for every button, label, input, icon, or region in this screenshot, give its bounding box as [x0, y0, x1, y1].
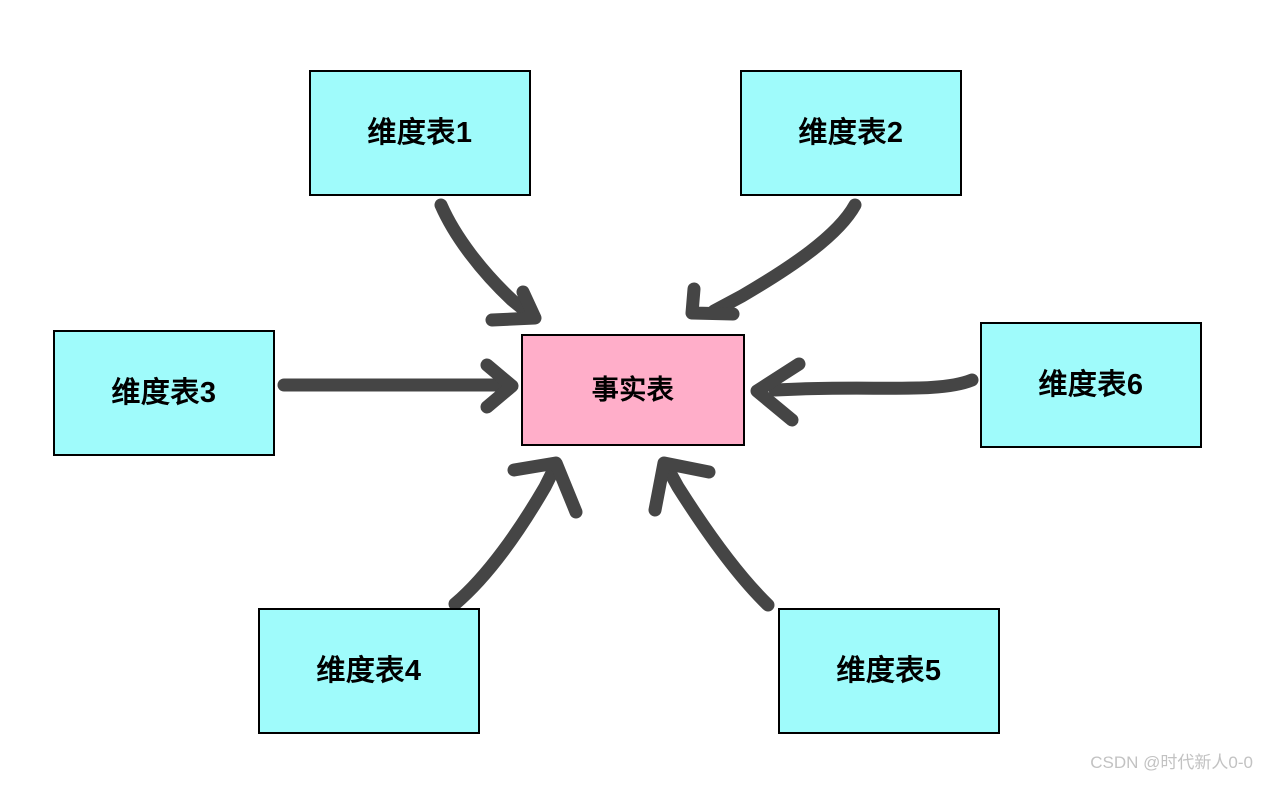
- dimension-table-5[interactable]: 维度表5: [778, 608, 1000, 734]
- arrow-dim6-to-fact: [750, 357, 979, 427]
- fact-table[interactable]: 事实表: [521, 334, 745, 446]
- dimension-table-1[interactable]: 维度表1: [309, 70, 531, 196]
- fact-table-label: 事实表: [591, 374, 675, 405]
- dimension-table-2-label: 维度表2: [798, 116, 904, 149]
- arrow-dim1-to-fact: [434, 198, 542, 327]
- dimension-table-6[interactable]: 维度表6: [980, 322, 1202, 448]
- arrow-dim3-to-fact: [277, 358, 519, 414]
- arrow-dim5-to-fact: [648, 456, 775, 612]
- dimension-table-3-label: 维度表3: [111, 376, 217, 409]
- dimension-table-4-label: 维度表4: [316, 654, 422, 687]
- dimension-table-1-label: 维度表1: [367, 116, 473, 149]
- arrow-dim2-to-fact: [685, 198, 862, 321]
- dimension-table-2[interactable]: 维度表2: [740, 70, 962, 196]
- dimension-table-5-label: 维度表5: [836, 654, 942, 687]
- dimension-table-3[interactable]: 维度表3: [53, 330, 275, 456]
- dimension-table-4[interactable]: 维度表4: [258, 608, 480, 734]
- arrow-dim4-to-fact: [448, 456, 583, 611]
- watermark: CSDN @时代新人0-0: [1090, 753, 1253, 772]
- dimension-table-6-label: 维度表6: [1038, 368, 1144, 401]
